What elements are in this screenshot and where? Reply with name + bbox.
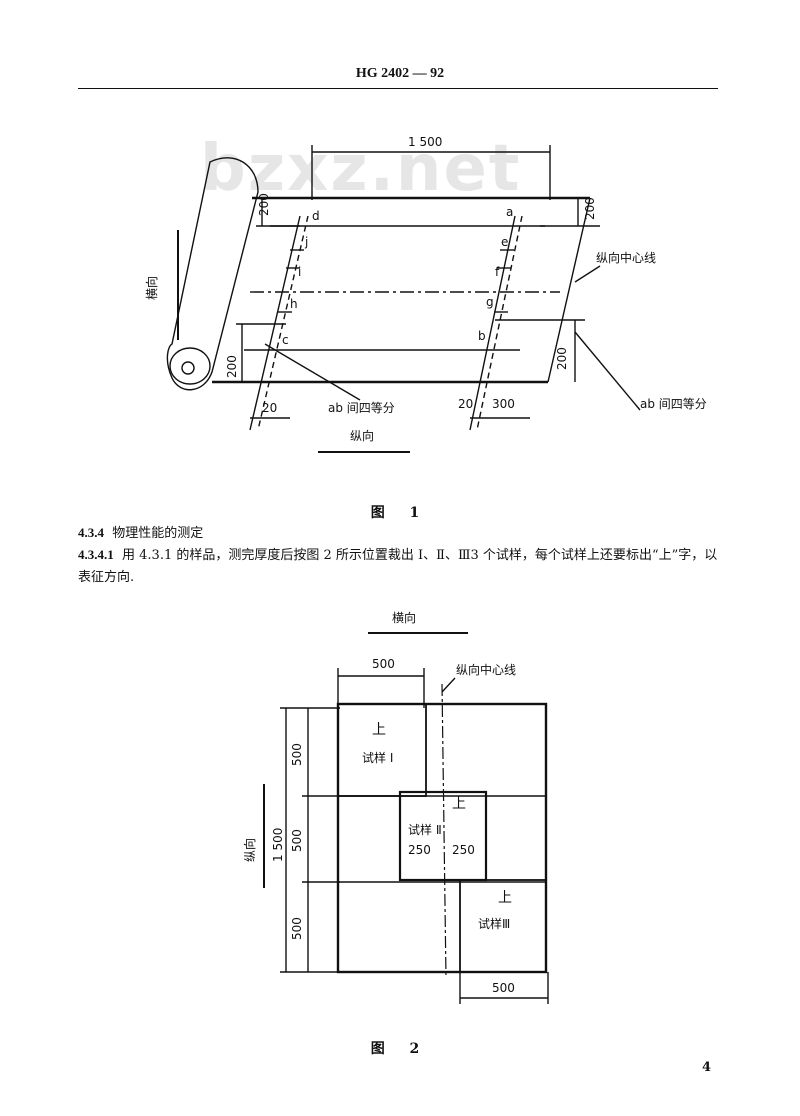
section-heading: 4.3.4 物理性能的测定 — [78, 522, 723, 545]
fig1-point-c: c — [282, 333, 289, 347]
fig1-point-i: i — [298, 265, 301, 279]
watermark: bzxz.net — [200, 132, 522, 206]
sample2-up: 上 — [452, 796, 466, 812]
fig2-dim-total: 1 500 — [271, 828, 285, 862]
sample3-name: 试样Ⅲ — [478, 916, 510, 931]
fig1-dim-right-top: 200 — [583, 197, 597, 220]
sample2-width-right: 250 — [452, 843, 475, 857]
document-code: HG 2402 — 92 — [355, 66, 445, 81]
fig1-label-center-line: 纵向中心线 — [596, 250, 656, 265]
fig1-label-quarter-left: ab 间四等分 — [328, 401, 395, 415]
paragraph-text: 用 4.3.1 的样品，测完厚度后按图 2 所示位置裁出 Ⅰ、Ⅱ、Ⅲ3 个试样，… — [78, 548, 718, 585]
section-paragraph: 4.3.4.1 用 4.3.1 的样品，测完厚度后按图 2 所示位置裁出 Ⅰ、Ⅱ… — [78, 544, 723, 589]
roll-end — [169, 347, 211, 385]
figure-2-caption: 图 2 — [370, 1041, 430, 1057]
section-heading-text: 物理性能的测定 — [112, 526, 204, 541]
fig1-dim-bottom-right: 300 — [492, 397, 515, 411]
fig2-label-center-line: 纵向中心线 — [456, 662, 516, 677]
fig1-point-a: a — [506, 205, 513, 219]
fig1-dim-bottom-mid: 20 — [458, 397, 473, 411]
fig2-dim-top: 500 — [372, 657, 395, 671]
page-number: 4 — [702, 1060, 712, 1075]
fig1-dim-right-bottom: 200 — [555, 347, 569, 370]
fig1-label-transverse: 横向 — [144, 276, 159, 300]
fig1-point-g: g — [486, 295, 494, 309]
sample1-name: 试样 Ⅰ — [362, 750, 393, 765]
sample3-up: 上 — [498, 890, 512, 906]
fig1-point-d: d — [312, 209, 320, 223]
fig2-dim-v3: 500 — [290, 917, 304, 940]
fig1-dim-bottom-left: 20 — [262, 401, 277, 415]
fig2-label-transverse: 横向 — [392, 610, 416, 625]
figure-2-diagram: 横向 500 纵向中心线 上 试样 Ⅰ 上 试样 Ⅱ 250 250 上 试样Ⅲ… — [242, 610, 549, 1004]
fig1-label-quarter-right: ab 间四等分 — [640, 397, 707, 411]
header-rule — [78, 88, 718, 89]
fig1-point-h: h — [290, 297, 298, 311]
sample2-name: 试样 Ⅱ — [408, 822, 442, 837]
figure-1-diagram: 1 500 200 200 200 200 20 20 300 ab 间四等分 … — [144, 135, 707, 453]
fig1-point-e: e — [501, 235, 508, 249]
fig2-dim-bottom: 500 — [492, 981, 515, 995]
figure-1-caption: 图 1 — [370, 505, 430, 521]
fig1-dim-top: 1 500 — [408, 135, 442, 149]
fig1-label-longitudinal: 纵向 — [350, 428, 374, 443]
fig1-dim-left-bottom: 200 — [225, 355, 239, 378]
fig1-point-b: b — [478, 329, 486, 343]
fig2-dim-v1: 500 — [290, 743, 304, 766]
fig1-point-j: j — [304, 235, 308, 249]
roll-outline — [166, 157, 259, 391]
sample1-up: 上 — [372, 722, 386, 738]
sample2-width-left: 250 — [408, 843, 431, 857]
fig1-dim-left-top: 200 — [257, 193, 271, 216]
fig2-label-longitudinal: 纵向 — [242, 838, 257, 862]
paragraph-number: 4.3.4.1 — [78, 547, 114, 562]
section-heading-number: 4.3.4 — [78, 525, 104, 540]
fig1-point-f: f — [495, 265, 500, 279]
fig2-dim-v2: 500 — [290, 829, 304, 852]
